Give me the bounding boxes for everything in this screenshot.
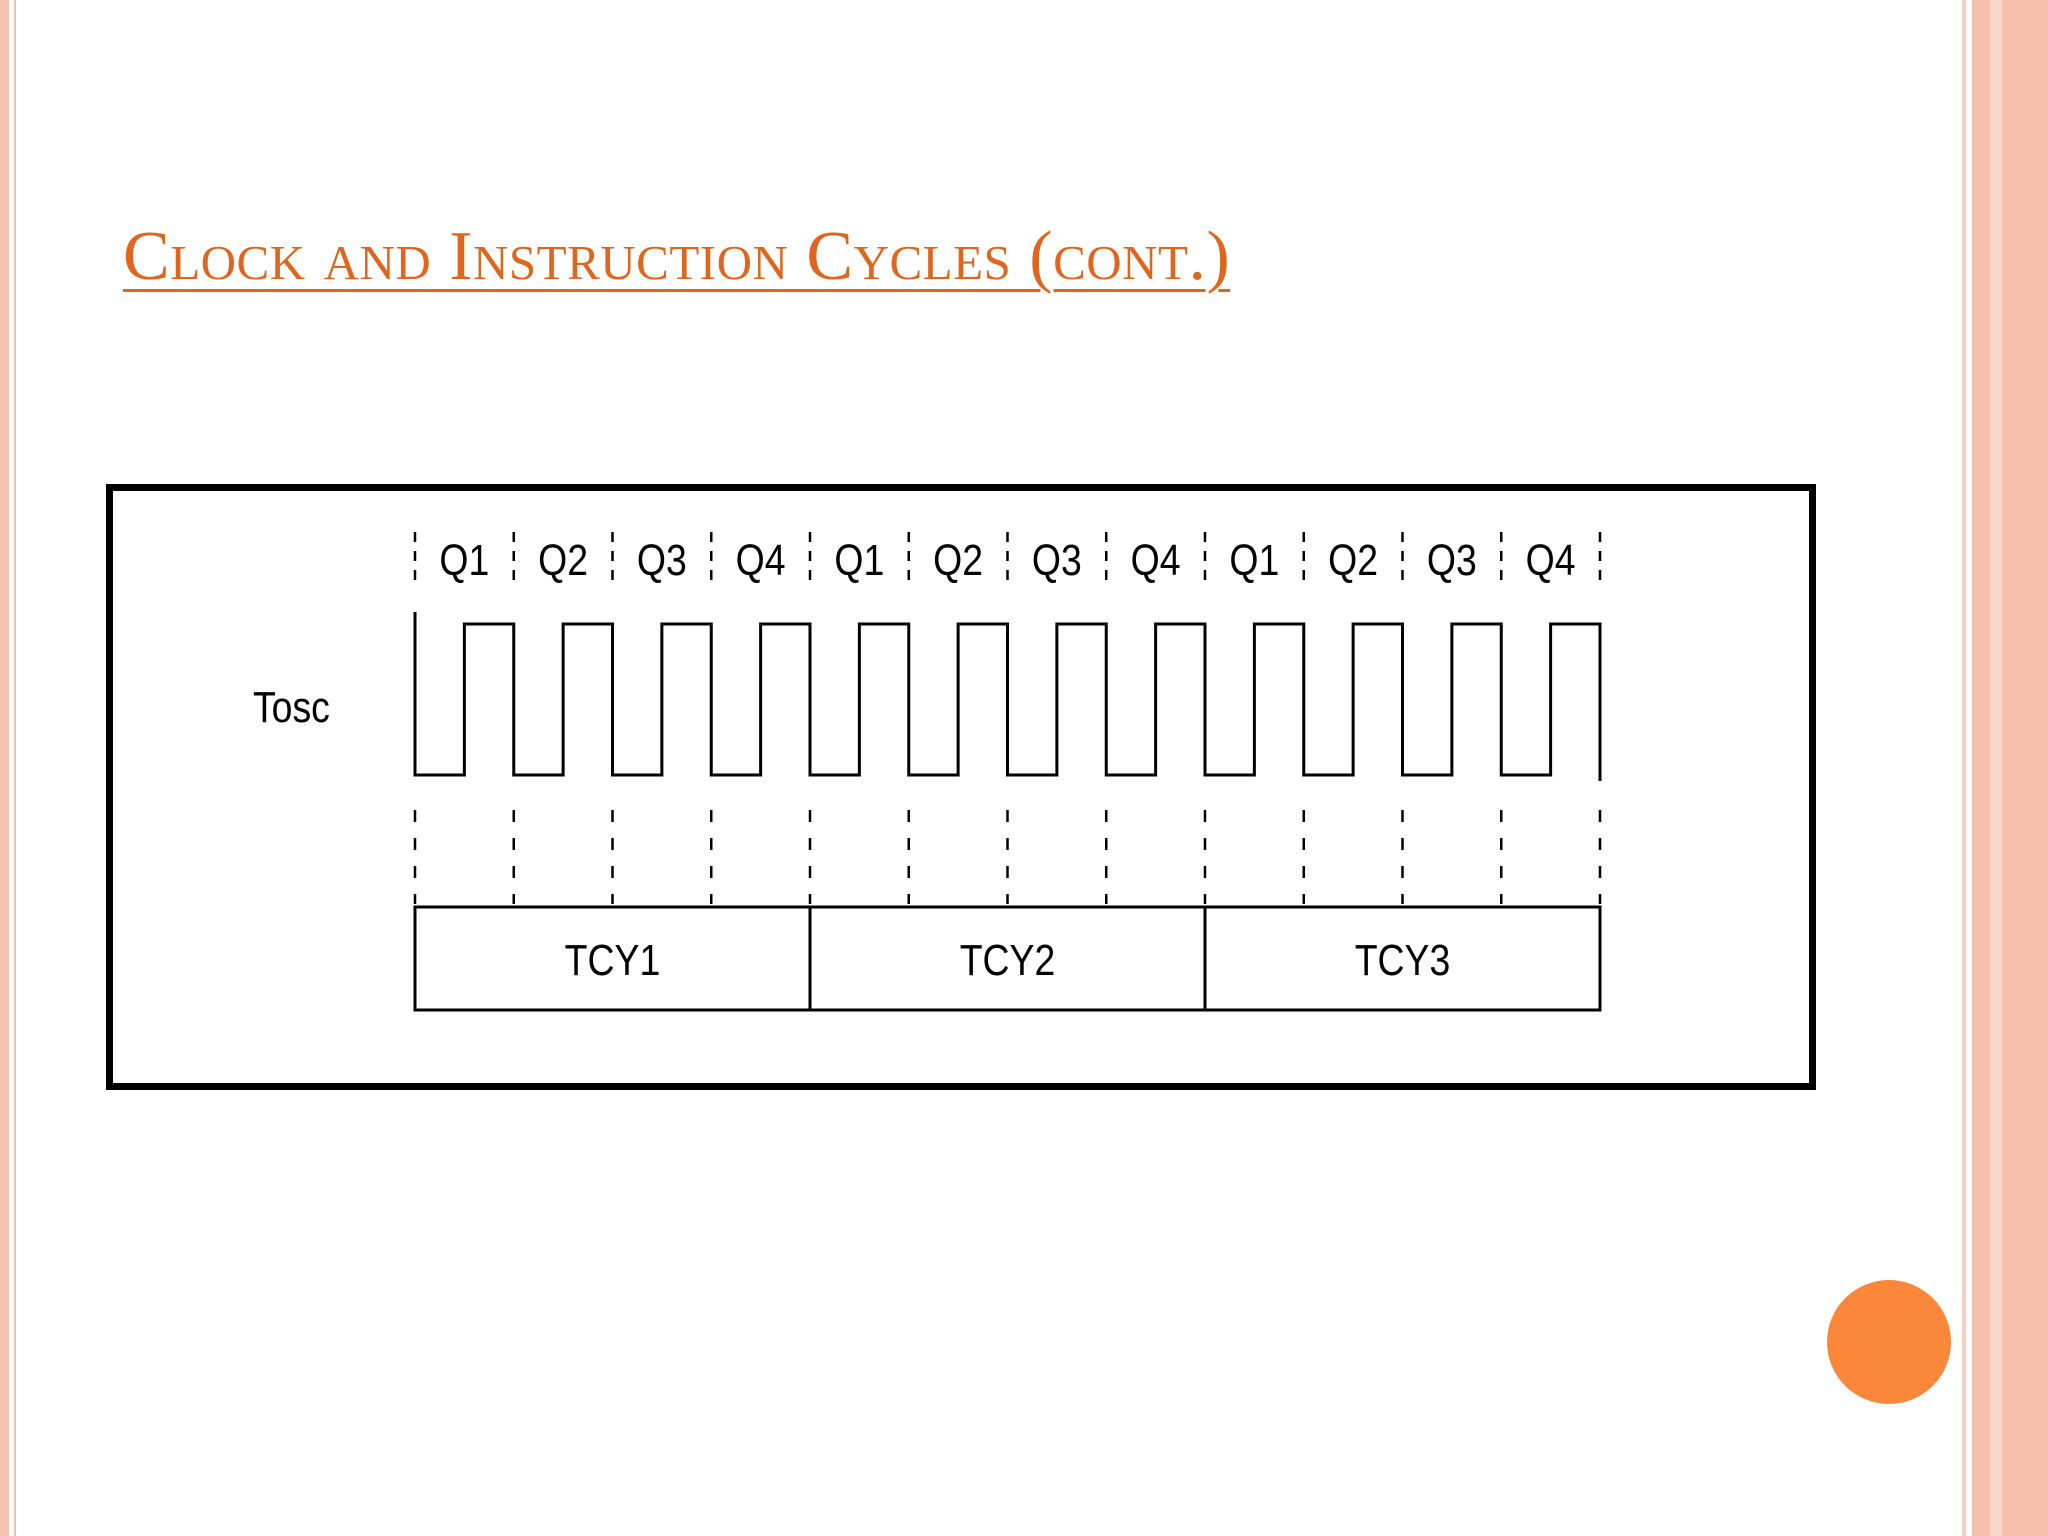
quarter-label: Q1 [1229,535,1279,585]
edge-stripe-left-thin [14,0,16,1536]
diagram-frame [106,484,1816,1090]
instruction-cycle-box [1203,905,1602,1012]
tosc-waveform [413,612,1602,781]
instruction-cycle-label: TCY2 [960,935,1056,985]
quarter-label: Q3 [1032,535,1082,585]
quarter-label: Q4 [736,535,786,585]
decorative-orange-dot [1827,1280,1951,1404]
instruction-cycle-label: TCY1 [565,935,661,985]
edge-stripe-right-thin [1962,0,1966,1536]
quarter-label: Q2 [933,535,983,585]
quarter-label: Q2 [1328,535,1378,585]
instruction-cycle-label: TCY3 [1355,935,1451,985]
quarter-label: Q3 [637,535,687,585]
quarter-label: Q2 [538,535,588,585]
quarter-label: Q1 [834,535,884,585]
quarter-label: Q1 [439,535,489,585]
edge-stripe-right-2 [1990,0,2002,1536]
quarter-label: Q3 [1427,535,1477,585]
edge-stripe-right-1 [1972,0,1990,1536]
quarter-label: Q4 [1131,535,1181,585]
edge-stripe-left [0,0,9,1536]
slide-title: Clock and Instruction Cycles (cont.) [123,218,1231,295]
signal-label-tosc: Tosc [253,682,330,732]
quarter-label: Q4 [1526,535,1576,585]
edge-stripe-right-3 [2002,0,2048,1536]
